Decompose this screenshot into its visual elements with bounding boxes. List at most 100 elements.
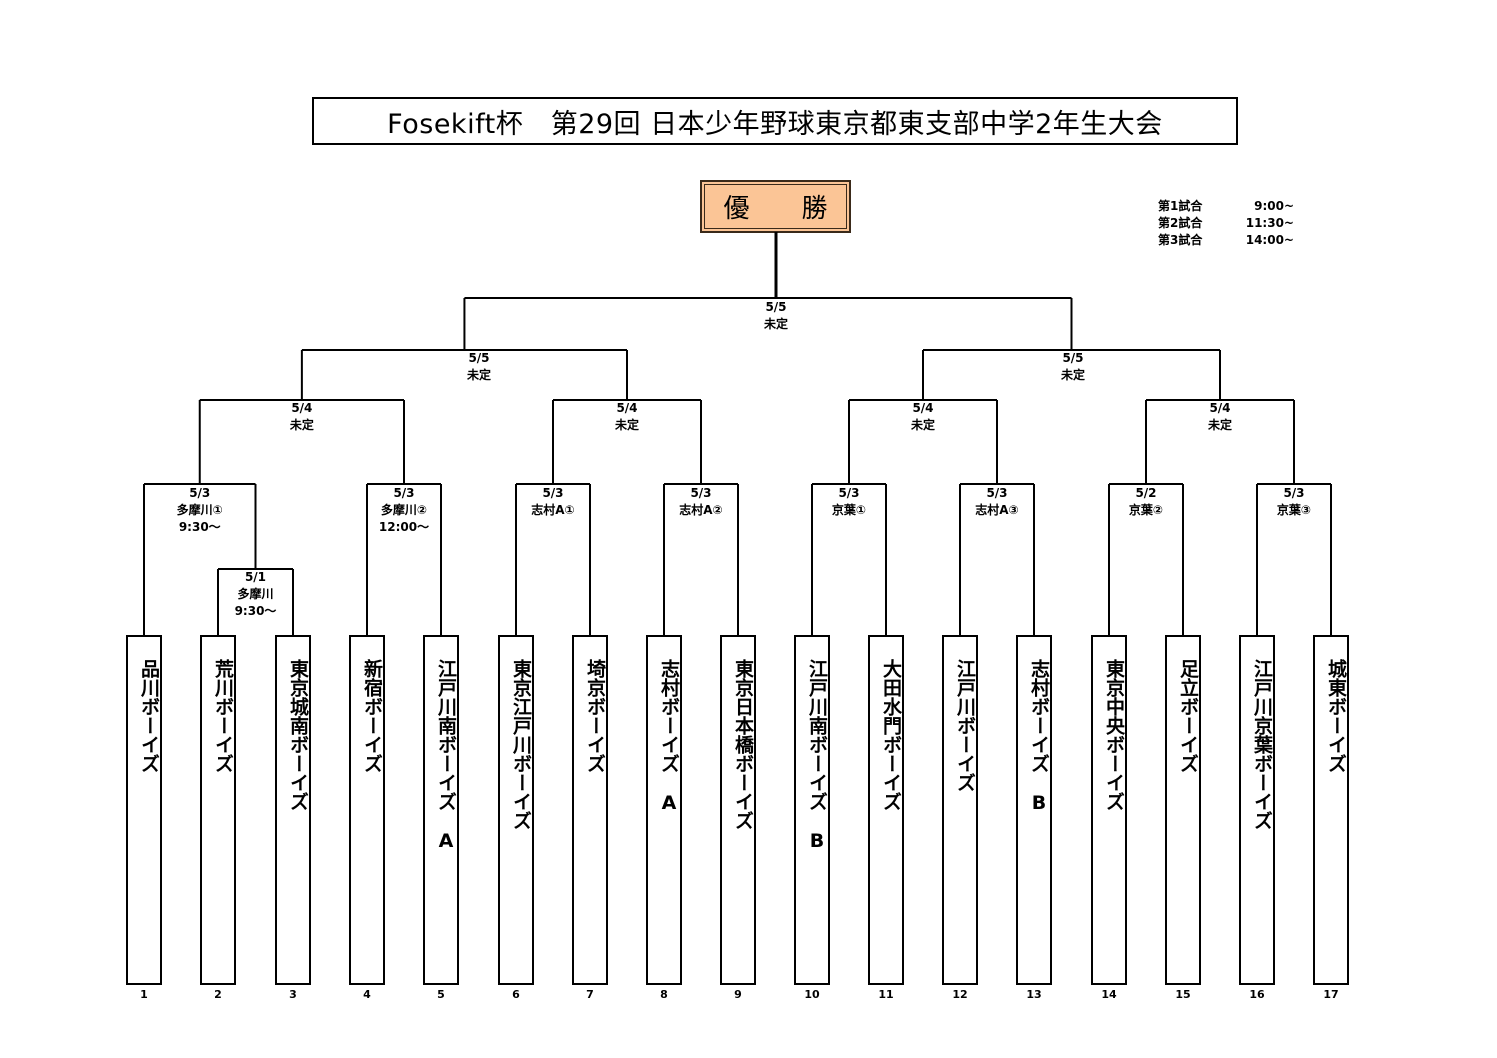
schedule-row: 第2試合 11:30~ bbox=[1158, 215, 1294, 232]
match-venue: 多摩川① bbox=[176, 503, 223, 517]
schedule-label: 第1試合 bbox=[1158, 199, 1203, 213]
match-date: 5/3 bbox=[838, 486, 860, 500]
match-date: 5/4 bbox=[1209, 401, 1231, 415]
match-venue: 志村A③ bbox=[975, 503, 1019, 517]
team-name: 東京中央ボーイズ bbox=[1093, 659, 1125, 811]
match-date: 5/3 bbox=[986, 486, 1008, 500]
team-number: 13 bbox=[1026, 988, 1042, 1001]
team-box: 志村ボーイズ B bbox=[1016, 635, 1052, 985]
team-name-text: 埼京ボーイズ bbox=[584, 659, 606, 773]
schedule-time: 9:00~ bbox=[1254, 199, 1294, 213]
team-box: 東京日本橋ボーイズ bbox=[720, 635, 756, 985]
team-name: 荒川ボーイズ bbox=[202, 659, 234, 773]
team-number: 8 bbox=[660, 988, 668, 1001]
match-venue: 未定 bbox=[763, 317, 789, 331]
team-number: 10 bbox=[804, 988, 820, 1001]
team-name: 新宿ボーイズ bbox=[351, 659, 383, 773]
team-box: 江戸川南ボーイズ B bbox=[794, 635, 830, 985]
match-label-qf1: 5/4 未定 bbox=[290, 400, 314, 434]
match-venue: 多摩川 bbox=[237, 587, 274, 601]
match-label-final: 5/5 未定 bbox=[764, 299, 788, 333]
match-venue: 未定 bbox=[1207, 418, 1233, 432]
team-name-text: 東京中央ボーイズ bbox=[1103, 659, 1125, 811]
match-venue: 京葉③ bbox=[1276, 503, 1312, 517]
team-name: 東京江戸川ボーイズ bbox=[500, 659, 532, 830]
team-box: 埼京ボーイズ bbox=[572, 635, 608, 985]
match-venue: 未定 bbox=[1060, 368, 1086, 382]
team-box: 江戸川南ボーイズ A bbox=[423, 635, 459, 985]
team-box: 東京城南ボーイズ bbox=[275, 635, 311, 985]
team-number: 16 bbox=[1249, 988, 1265, 1001]
team-box: 東京中央ボーイズ bbox=[1091, 635, 1127, 985]
tournament-title: Fosekift杯 第29回 日本少年野球東京都東支部中学2年生大会 bbox=[312, 97, 1238, 145]
team-box: 江戸川京葉ボーイズ bbox=[1239, 635, 1275, 985]
team-name: 東京城南ボーイズ bbox=[277, 659, 309, 811]
match-time: 9:30～ bbox=[234, 604, 277, 618]
champion-box: 優 勝 bbox=[700, 180, 851, 233]
match-label-r2_1: 5/3 多摩川① 9:30～ bbox=[177, 485, 223, 536]
team-number: 17 bbox=[1323, 988, 1339, 1001]
schedule-label: 第2試合 bbox=[1158, 216, 1203, 230]
team-name-text: 江戸川京葉ボーイズ bbox=[1251, 659, 1273, 830]
team-number: 3 bbox=[289, 988, 297, 1001]
match-date: 5/3 bbox=[1283, 486, 1305, 500]
match-date: 5/4 bbox=[291, 401, 313, 415]
match-date: 5/2 bbox=[1135, 486, 1157, 500]
team-box: 足立ボーイズ bbox=[1165, 635, 1201, 985]
match-label-r2_8: 5/3 京葉③ bbox=[1277, 485, 1311, 519]
match-date: 5/5 bbox=[765, 300, 787, 314]
team-number: 2 bbox=[214, 988, 222, 1001]
team-name-text: 大田水門ボーイズ bbox=[880, 659, 902, 811]
schedule-label: 第3試合 bbox=[1158, 233, 1203, 247]
team-number: 11 bbox=[878, 988, 894, 1001]
team-number: 7 bbox=[586, 988, 594, 1001]
team-box: 城東ボーイズ bbox=[1313, 635, 1349, 985]
team-name-text: 東京城南ボーイズ bbox=[287, 659, 309, 811]
team-name: 足立ボーイズ bbox=[1167, 659, 1199, 773]
team-name-text: 江戸川南ボーイズ A bbox=[435, 659, 457, 852]
team-name-text: 新宿ボーイズ bbox=[361, 659, 383, 773]
match-venue: 未定 bbox=[910, 418, 936, 432]
team-name-text: 志村ボーイズ B bbox=[1028, 659, 1050, 814]
team-number: 5 bbox=[437, 988, 445, 1001]
match-date: 5/3 bbox=[690, 486, 712, 500]
match-venue: 多摩川② bbox=[380, 503, 428, 517]
team-number: 12 bbox=[952, 988, 968, 1001]
team-box: 品川ボーイズ bbox=[126, 635, 162, 985]
match-venue: 未定 bbox=[614, 418, 640, 432]
team-box: 大田水門ボーイズ bbox=[868, 635, 904, 985]
match-date: 5/3 bbox=[542, 486, 564, 500]
team-name: 江戸川南ボーイズ A bbox=[425, 659, 457, 852]
match-date: 5/3 bbox=[189, 486, 211, 500]
team-name: 品川ボーイズ bbox=[128, 659, 160, 773]
team-box: 新宿ボーイズ bbox=[349, 635, 385, 985]
schedule-row: 第3試合 14:00~ bbox=[1158, 232, 1294, 249]
team-number: 15 bbox=[1175, 988, 1191, 1001]
team-name-text: 江戸川南ボーイズ B bbox=[806, 659, 828, 852]
match-label-r2_2: 5/3 多摩川② 12:00～ bbox=[379, 485, 429, 536]
team-number: 1 bbox=[140, 988, 148, 1001]
match-venue: 未定 bbox=[466, 368, 492, 382]
schedule-row: 第1試合 9:00~ bbox=[1158, 198, 1294, 215]
match-time: 12:00～ bbox=[378, 520, 430, 534]
team-box: 東京江戸川ボーイズ bbox=[498, 635, 534, 985]
match-date: 5/3 bbox=[393, 486, 415, 500]
team-name-text: 江戸川ボーイズ bbox=[954, 659, 976, 792]
team-name: 城東ボーイズ bbox=[1315, 659, 1347, 773]
team-name-text: 品川ボーイズ bbox=[138, 659, 160, 773]
team-name: 埼京ボーイズ bbox=[574, 659, 606, 773]
team-name-text: 東京日本橋ボーイズ bbox=[732, 659, 754, 830]
match-time-schedule: 第1試合 9:00~ 第2試合 11:30~ 第3試合 14:00~ bbox=[1158, 198, 1294, 249]
match-venue: 未定 bbox=[289, 418, 314, 432]
match-time: 9:30～ bbox=[178, 520, 221, 534]
team-name-text: 東京江戸川ボーイズ bbox=[510, 659, 532, 830]
